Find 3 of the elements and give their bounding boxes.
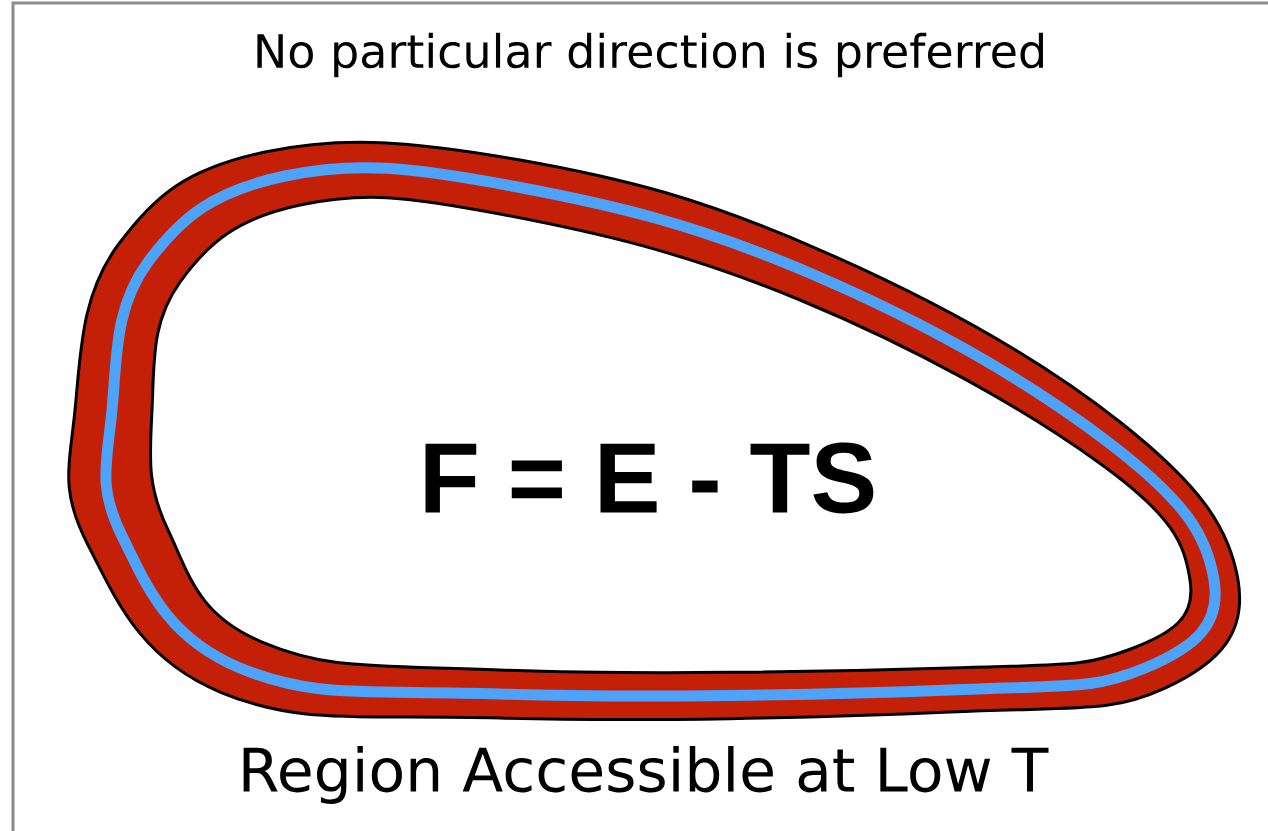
loop-band: F = E - TS — [67, 140, 1242, 722]
title: No particular direction is preferred — [257, 32, 1043, 78]
caption: Region Accessible at Low T — [243, 745, 1049, 805]
